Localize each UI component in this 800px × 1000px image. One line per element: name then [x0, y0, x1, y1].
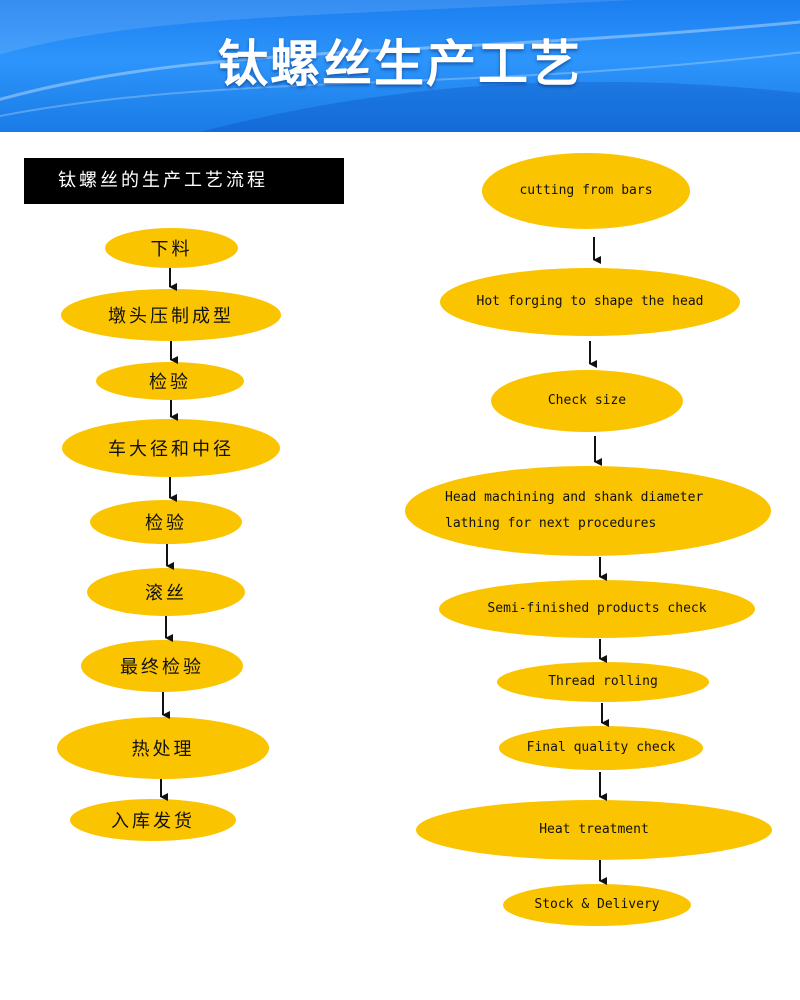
- flow-node-en-9: Stock & Delivery: [503, 884, 691, 926]
- flow-node-en-7: Final quality check: [499, 726, 703, 770]
- banner-wave-decoration: [0, 0, 800, 132]
- flow-node-zh-3: 检验: [96, 362, 244, 400]
- flow-node-zh-6: 滚丝: [87, 568, 245, 616]
- section-label: 钛螺丝的生产工艺流程: [24, 158, 344, 204]
- header-banner: 钛螺丝生产工艺: [0, 0, 800, 132]
- flow-node-zh-2: 墩头压制成型: [61, 289, 281, 341]
- flow-node-zh-1: 下料: [105, 228, 238, 268]
- flow-node-zh-7: 最终检验: [81, 640, 243, 692]
- flow-node-zh-5: 检验: [90, 500, 242, 544]
- flow-node-en-8: Heat treatment: [416, 800, 772, 860]
- page-title: 钛螺丝生产工艺: [218, 35, 582, 93]
- flow-node-en-1: cutting from bars: [482, 153, 690, 229]
- flow-node-zh-8: 热处理: [57, 717, 269, 779]
- flow-node-en-4: Head machining and shank diameter lathin…: [405, 466, 771, 556]
- flow-node-zh-4: 车大径和中径: [62, 419, 280, 477]
- flow-node-zh-9: 入库发货: [70, 799, 236, 841]
- flow-node-en-2: Hot forging to shape the head: [440, 268, 740, 336]
- flow-node-en-3: Check size: [491, 370, 683, 432]
- flow-node-en-6: Thread rolling: [497, 662, 709, 702]
- flow-node-en-5: Semi-finished products check: [439, 580, 755, 638]
